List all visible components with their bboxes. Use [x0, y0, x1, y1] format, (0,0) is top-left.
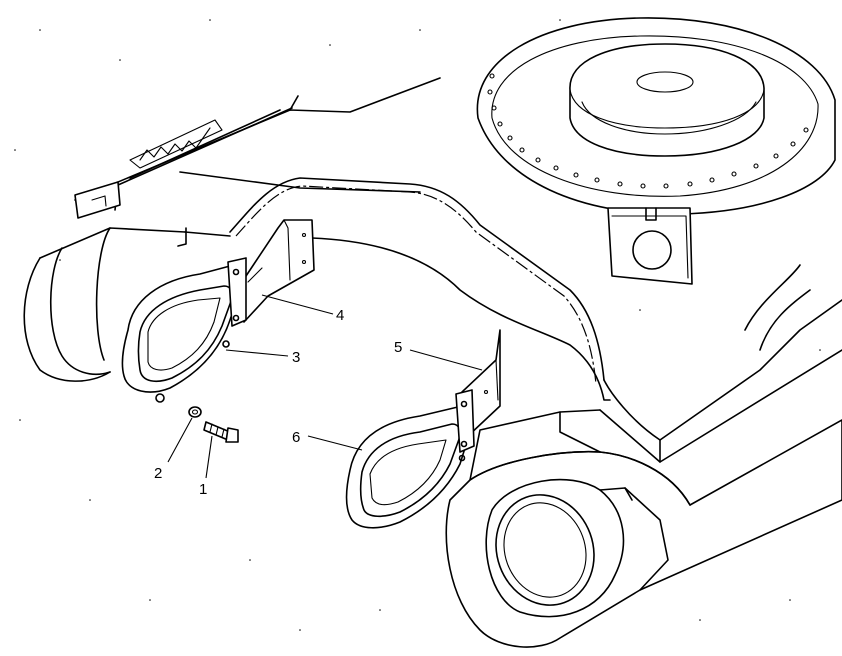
part-4-bracket	[229, 219, 315, 323]
car-body-frame	[229, 177, 842, 463]
leader-2	[167, 417, 193, 463]
callout-6: 6	[292, 429, 300, 446]
part-1-bolt	[203, 421, 239, 443]
callout-2: 2	[154, 465, 162, 482]
callout-5: 5	[394, 339, 402, 356]
leader-1	[205, 435, 213, 479]
ring-bolt-holes	[487, 73, 809, 189]
part-6-guide	[345, 389, 475, 529]
scan-speckle	[14, 19, 821, 631]
part-3-guide	[121, 257, 247, 403]
part-2-washer	[188, 406, 202, 418]
track-frame-right	[445, 409, 842, 648]
leader-lines	[167, 294, 483, 479]
callout-3: 3	[292, 349, 300, 366]
callout-1: 1	[199, 481, 207, 498]
track-frame-left	[23, 227, 231, 382]
leader-5	[409, 349, 483, 371]
car-body-upper	[74, 77, 441, 219]
callout-4: 4	[336, 307, 344, 324]
leader-3	[225, 349, 289, 357]
leader-4	[261, 294, 334, 315]
center-lug	[607, 207, 693, 285]
turntable-ring	[476, 17, 836, 215]
leader-6	[307, 435, 363, 451]
